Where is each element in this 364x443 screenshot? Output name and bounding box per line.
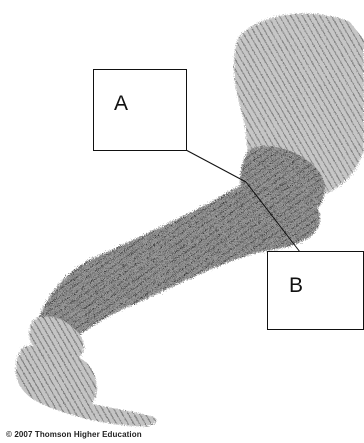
pointer-line-a [186, 150, 246, 182]
copyright-credit: © 2007 Thomson Higher Education [6, 430, 142, 439]
label-b-text: B [289, 274, 303, 298]
label-box-b: B [267, 251, 364, 330]
label-box-a: A [93, 69, 187, 151]
label-a-text: A [114, 92, 128, 116]
hand-region [16, 346, 157, 427]
